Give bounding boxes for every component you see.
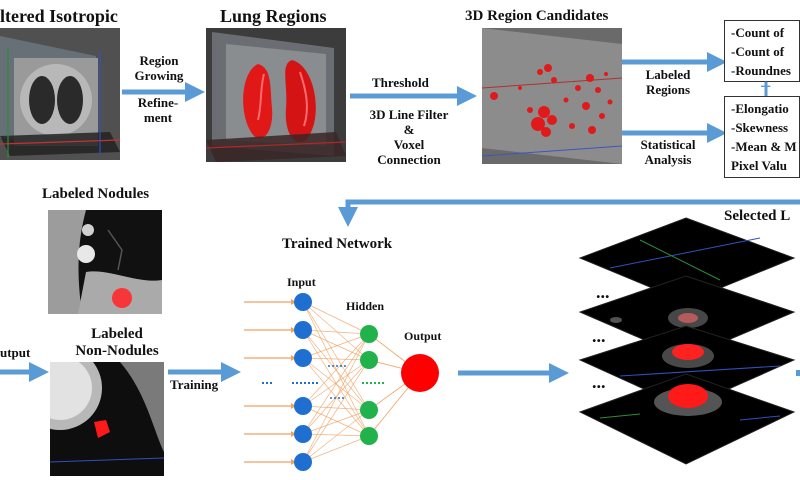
voxel-line: Voxel — [393, 136, 425, 152]
lung-regions-image — [206, 28, 346, 162]
labeled-non-nodules-image — [50, 362, 164, 476]
input-node-5 — [294, 453, 312, 471]
link-in-0-hid-2 — [302, 301, 370, 411]
link-in-4-hid-1 — [302, 359, 370, 435]
candidates-image — [482, 28, 622, 164]
region-growing-line2: Growing — [134, 67, 184, 83]
slice-ellipsis-2: ... — [592, 326, 606, 346]
labeled-non-nodules-line2: Non-Nodules — [75, 343, 159, 360]
feature-2d: Pixel Valu — [731, 158, 787, 173]
input-arrowhead-2 — [291, 355, 296, 361]
trained-network-title: Trained Network — [282, 236, 393, 252]
slice-4 — [578, 373, 796, 465]
labeled-non-nodules-line1: Labeled — [91, 326, 143, 342]
link-in-0-hid-0 — [302, 301, 370, 335]
output-left-label: utput — [0, 345, 31, 360]
hidden-node-2 — [360, 401, 378, 419]
refinement-line2: ment — [143, 109, 173, 125]
isotropic-ct-image — [0, 28, 120, 160]
labeled-non-nodules-panel — [50, 362, 164, 476]
arrow-return-line — [338, 199, 800, 227]
threshold-label: Threshold — [372, 75, 429, 90]
hidden-node-1 — [360, 351, 378, 369]
lung-regions-title: Lung Regions — [220, 6, 327, 26]
output-node-0 — [401, 354, 439, 392]
feature-2c: -Mean & M — [731, 139, 797, 154]
line-filter-line: 3D Line Filter — [369, 107, 449, 122]
labeled-nodules-title: Labeled Nodules — [42, 186, 150, 202]
labeled-nodules-image — [48, 210, 162, 314]
network-links — [302, 301, 421, 463]
input-arrowhead-1 — [291, 327, 296, 333]
labeled-regions-line1: Labeled — [645, 67, 691, 82]
labeled-regions-line2: Regions — [645, 81, 691, 97]
labeled-nodules-panel — [48, 210, 162, 314]
connection-line: Connection — [377, 151, 441, 167]
feature-1a: -Count of — [731, 25, 785, 40]
statistical-line2: Analysis — [644, 151, 692, 167]
candidates-panel — [482, 28, 622, 164]
link-in-4-hid-2 — [302, 409, 370, 435]
hidden-node-3 — [360, 427, 378, 445]
link-in-4-hid-3 — [302, 433, 370, 437]
input-arrowhead-0 — [291, 299, 296, 305]
isotropic-title: ltered Isotropic — [0, 6, 118, 26]
link-in-2-hid-0 — [302, 333, 370, 359]
link-in-5-hid-1 — [302, 359, 370, 463]
slice-ellipsis-3: ... — [592, 372, 606, 392]
input-arrows — [244, 299, 296, 465]
slice-ellipsis-1: ... — [596, 282, 610, 302]
input-node-0 — [294, 293, 312, 311]
isotropic-ct-panel — [0, 28, 120, 160]
network-nodes — [294, 293, 439, 471]
link-in-3-hid-0 — [302, 333, 370, 407]
input-layer-label: Input — [287, 275, 316, 289]
plus-sign: + — [760, 76, 772, 98]
input-node-4 — [294, 425, 312, 443]
link-in-4-hid-0 — [302, 333, 370, 435]
training-label: Training — [170, 377, 219, 392]
statistical-line1: Statistical — [640, 137, 696, 152]
labeled-non-nodules-title: Labeled Non-Nodules — [62, 326, 172, 361]
link-in-3-hid-1 — [302, 359, 370, 407]
amp-line: & — [403, 121, 415, 137]
selected-title: Selected L — [724, 208, 791, 224]
input-arrowhead-4 — [291, 431, 296, 437]
input-node-2 — [294, 349, 312, 367]
link-in-3-hid-2 — [302, 405, 370, 411]
feature-1c: -Roundnes — [731, 63, 791, 78]
link-in-5-hid-3 — [302, 435, 370, 463]
feature-2b: -Skewness — [731, 120, 789, 135]
region-growing-label: Region Growing — [130, 53, 188, 84]
input-arrowhead-5 — [291, 459, 296, 465]
hidden-node-0 — [360, 325, 378, 343]
refinement-line1: Refine- — [137, 95, 179, 110]
input-node-1 — [294, 321, 312, 339]
input-arrowhead-3 — [291, 403, 296, 409]
feature-2a: -Elongatio — [731, 101, 789, 116]
link-in-2-hid-1 — [302, 357, 370, 361]
feature-1b: -Count of — [731, 44, 785, 59]
link-in-1-hid-0 — [302, 329, 370, 335]
statistical-analysis-label: Statistical Analysis — [626, 137, 710, 168]
refinement-label: Refine- ment — [128, 95, 188, 126]
candidates-title: 3D Region Candidates — [465, 8, 609, 24]
labeled-regions-label: Labeled Regions — [628, 67, 708, 98]
link-in-3-hid-3 — [302, 405, 370, 437]
region-growing-line1: Region — [139, 53, 179, 68]
hidden-layer-label: Hidden — [346, 299, 385, 313]
line-filter-label: 3D Line Filter & Voxel Connection — [352, 107, 466, 168]
output-layer-label: Output — [404, 329, 442, 343]
ellipsis-dots — [262, 365, 384, 399]
link-in-5-hid-2 — [302, 409, 370, 463]
lung-regions-panel — [206, 28, 346, 162]
input-node-3 — [294, 397, 312, 415]
